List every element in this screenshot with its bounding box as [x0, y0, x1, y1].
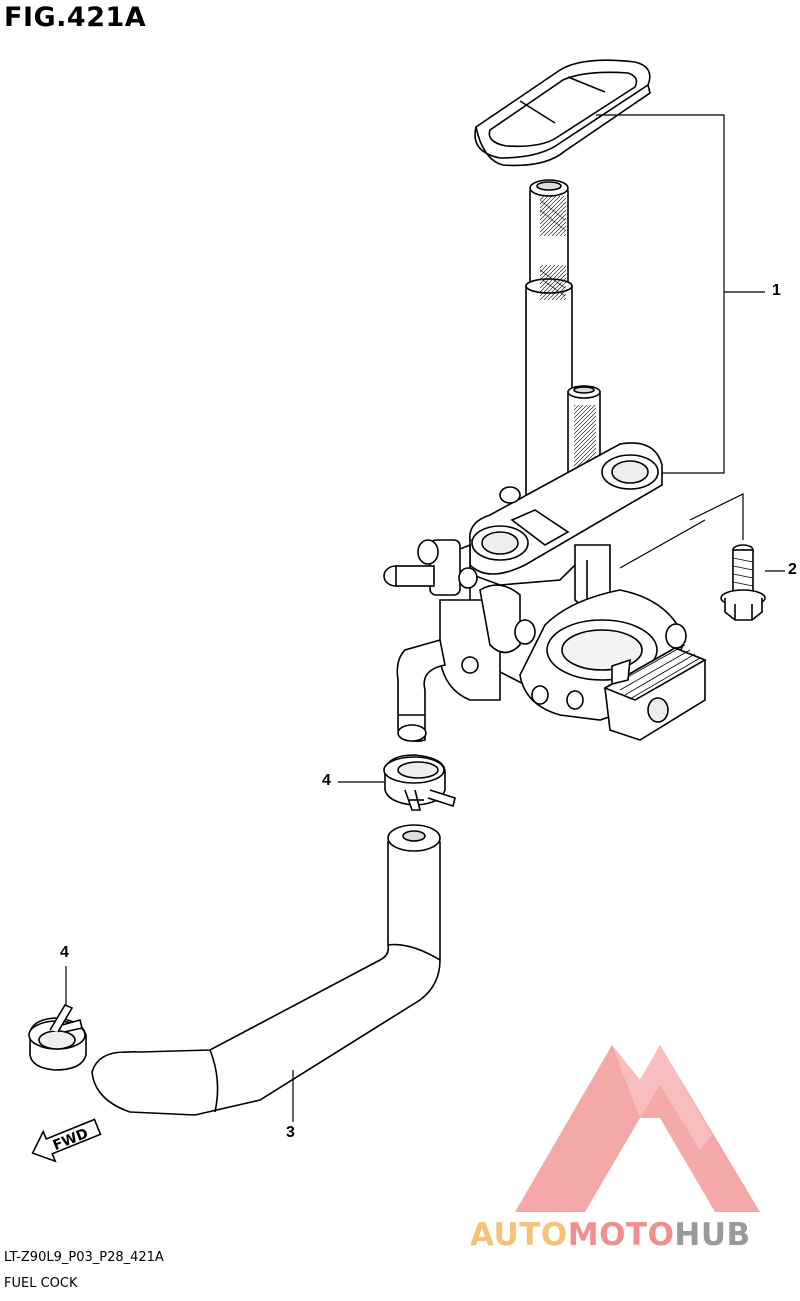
- bolt: [720, 544, 766, 621]
- mounting-flange: [469, 442, 663, 575]
- callout-1: 1: [772, 282, 781, 299]
- callout-4-lower: 4: [60, 944, 69, 961]
- callout-1-leader: [596, 114, 765, 474]
- fuel-lever: [519, 589, 707, 741]
- fwd-arrow-icon: FWD: [31, 1118, 102, 1163]
- watermark-auto: AUTO: [470, 1217, 568, 1253]
- main-standpipe: [525, 179, 573, 525]
- clamp-upper: [383, 754, 456, 811]
- outlet-nipple: [396, 638, 446, 743]
- callout-2: 2: [788, 561, 797, 578]
- valve-body: [383, 486, 611, 702]
- callout-4-upper: 4: [322, 772, 331, 789]
- watermark-moto: MOTO: [567, 1217, 675, 1253]
- gasket: [474, 59, 651, 167]
- figure-title: FIG.421A: [4, 2, 147, 33]
- callout-3: 3: [286, 1124, 295, 1141]
- clamp-lower: [28, 1003, 87, 1071]
- diagram-code: LT-Z90L9_P03_P28_421A: [4, 1250, 164, 1265]
- fuel-hose: [91, 824, 441, 1116]
- watermark-text: AUTOMOTOHUB: [470, 1217, 751, 1253]
- callout-2-leader: [619, 493, 785, 572]
- watermark-hub: HUB: [674, 1217, 751, 1253]
- watermark-logo: [515, 1045, 760, 1212]
- diagram-caption: FUEL COCK: [4, 1276, 78, 1291]
